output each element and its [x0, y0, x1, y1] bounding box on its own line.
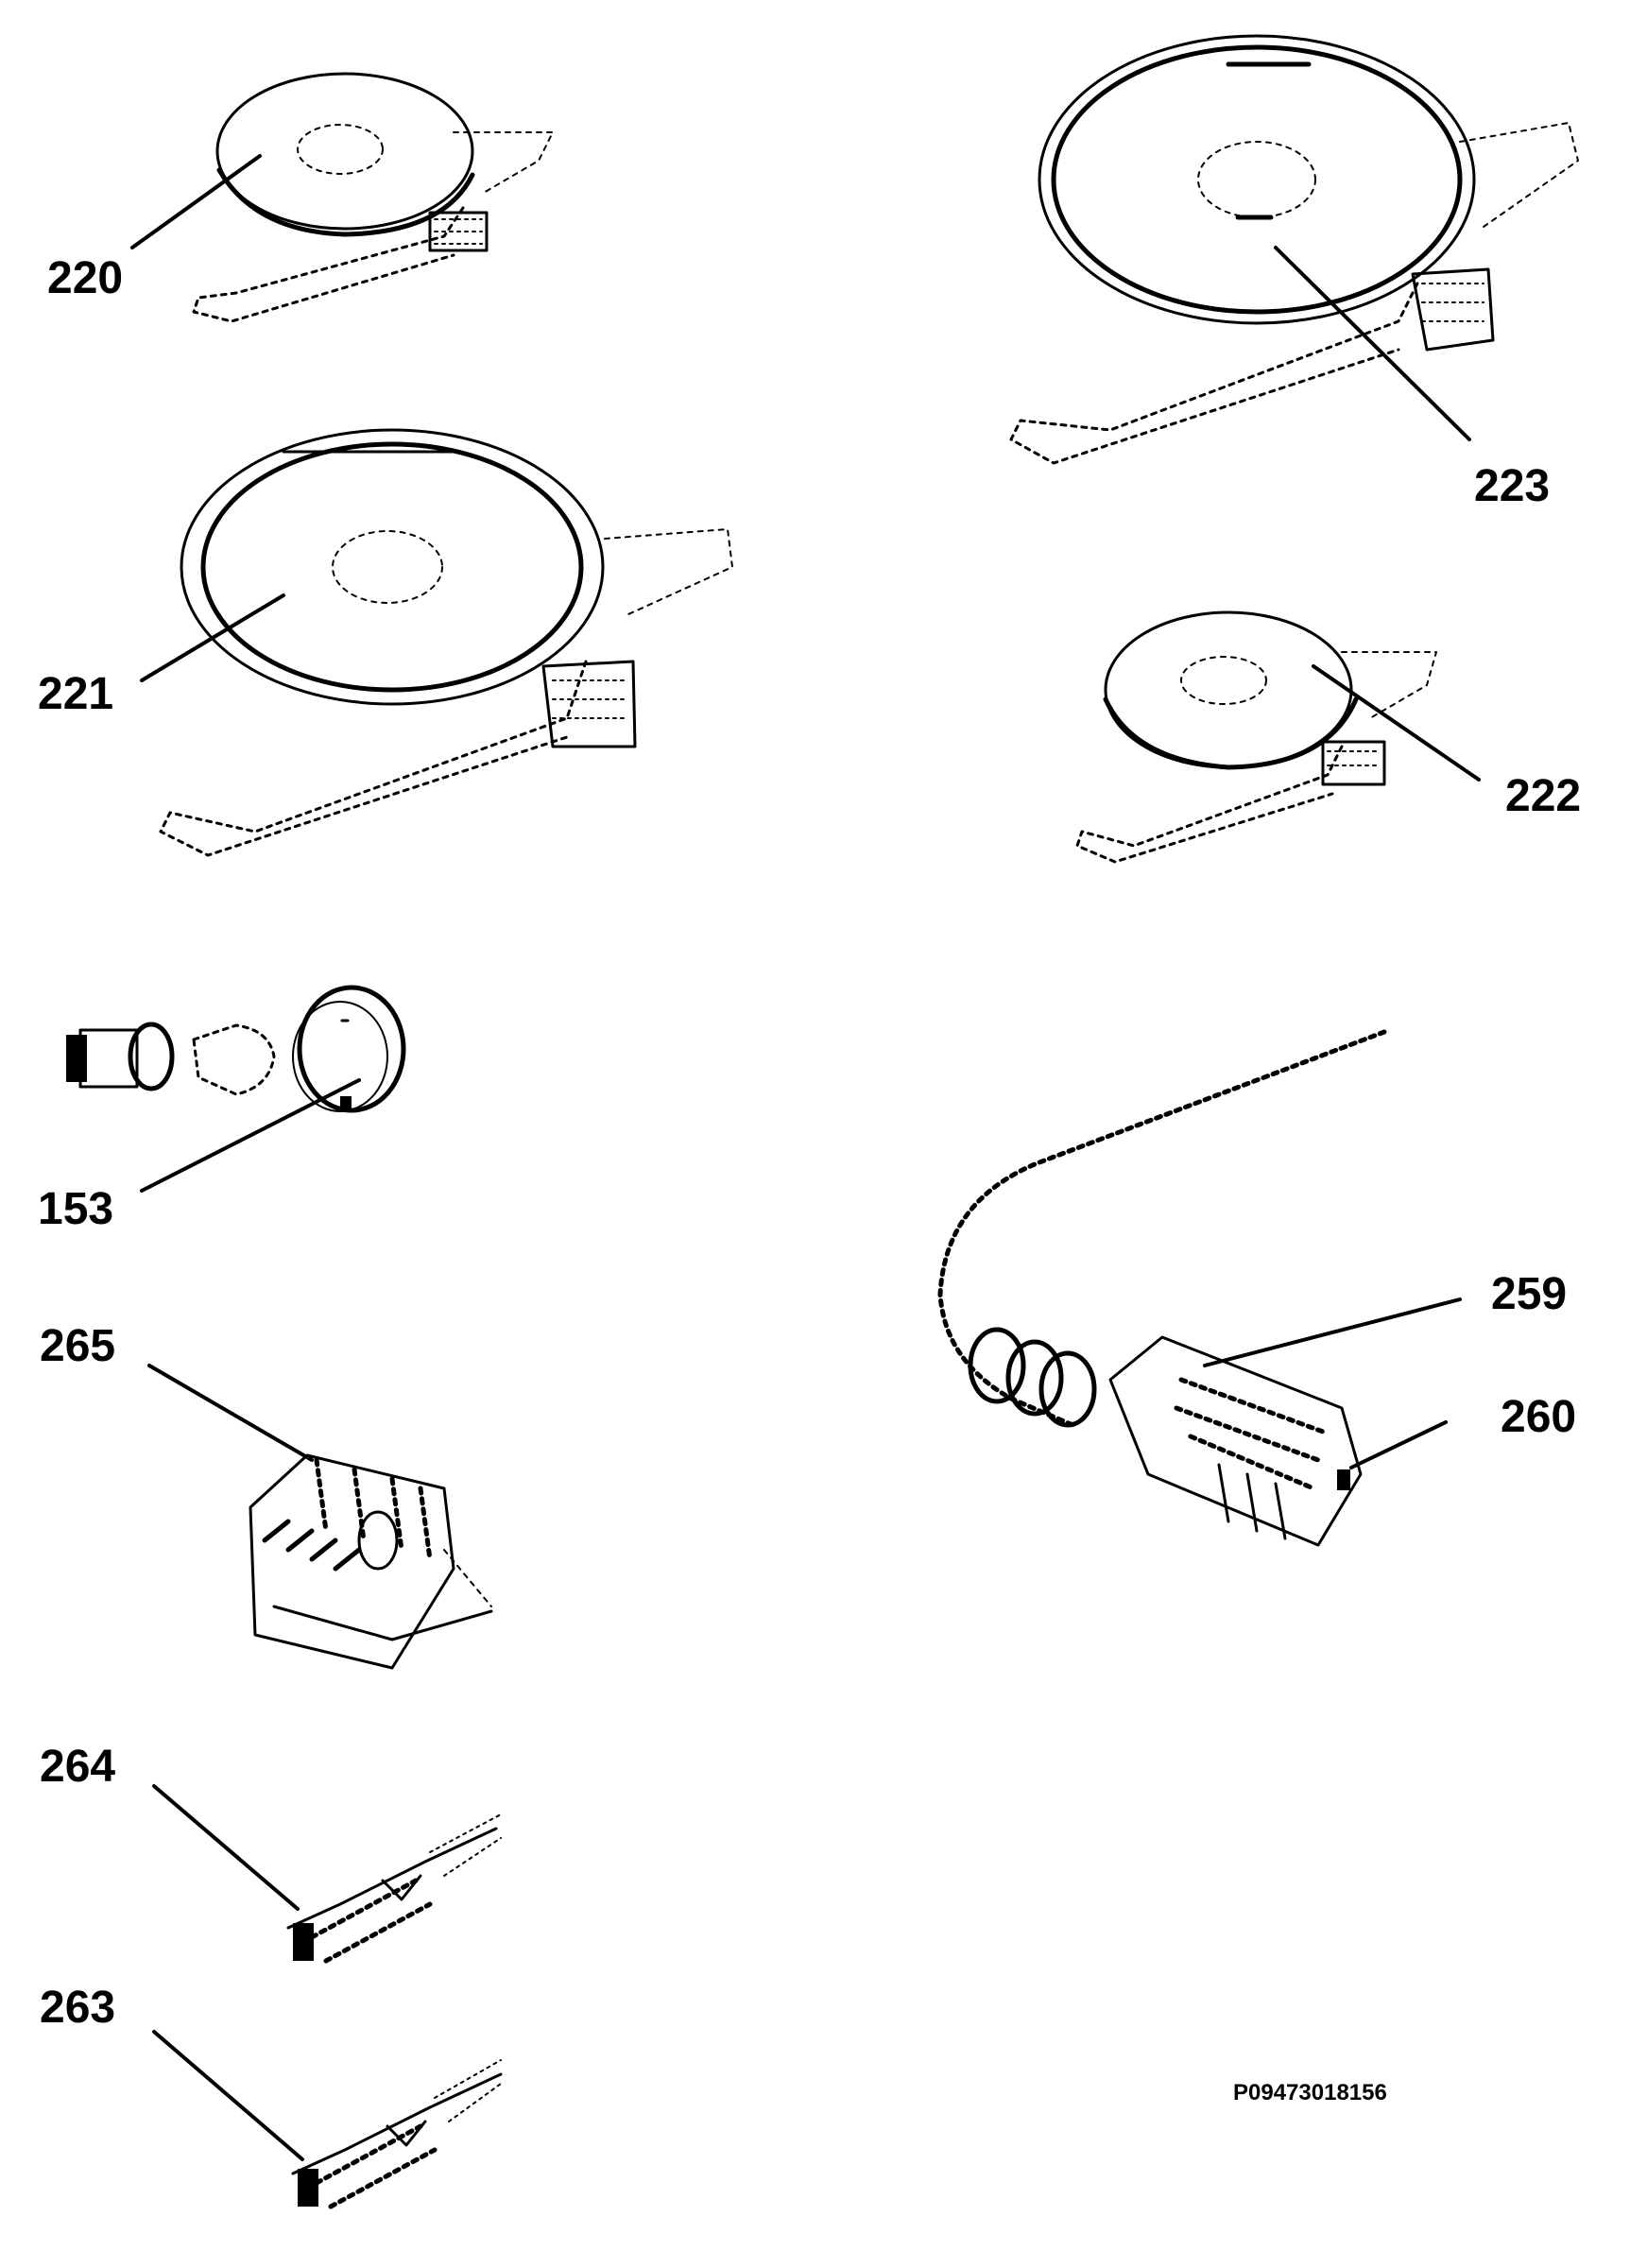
leader-260 — [1349, 1420, 1448, 1469]
part-222-hotplate-small-2 — [1075, 610, 1437, 864]
callout-265: 265 — [40, 1321, 115, 1371]
leader-lines — [130, 154, 1481, 2161]
part-264-terminal — [286, 1813, 502, 1964]
document-id: P09473018156 — [1233, 2080, 1387, 2105]
callout-222: 222 — [1505, 771, 1581, 821]
part-221-hotplate-large-2 — [159, 428, 733, 857]
leader-264 — [152, 1784, 300, 1911]
callout-263: 263 — [40, 1983, 115, 2033]
leader-263 — [152, 2030, 304, 2161]
leader-220 — [130, 154, 262, 249]
leader-265 — [147, 1364, 314, 1462]
part-263-terminal — [291, 2059, 503, 2209]
leader-153 — [140, 1078, 361, 1193]
callout-260: 260 — [1501, 1392, 1576, 1442]
callout-264: 264 — [40, 1742, 115, 1792]
callout-221: 221 — [38, 669, 113, 719]
callout-259: 259 — [1491, 1269, 1567, 1319]
leader-222 — [1312, 664, 1481, 782]
callout-153: 153 — [38, 1184, 113, 1234]
part-153-knob-assembly — [66, 985, 406, 1113]
part-223-hotplate-large — [1009, 34, 1579, 465]
part-265-selector-switch — [249, 1453, 493, 1670]
part-259-260-cable-connector — [937, 1029, 1387, 1547]
leader-223 — [1274, 246, 1471, 441]
leader-259 — [1203, 1297, 1462, 1367]
part-220-hotplate-small — [192, 72, 554, 323]
leader-221 — [140, 593, 285, 682]
callout-220: 220 — [47, 253, 123, 303]
callout-labels: 220 221 222 223 153 259 260 265 264 263 … — [38, 253, 1581, 2105]
callout-223: 223 — [1474, 461, 1550, 511]
